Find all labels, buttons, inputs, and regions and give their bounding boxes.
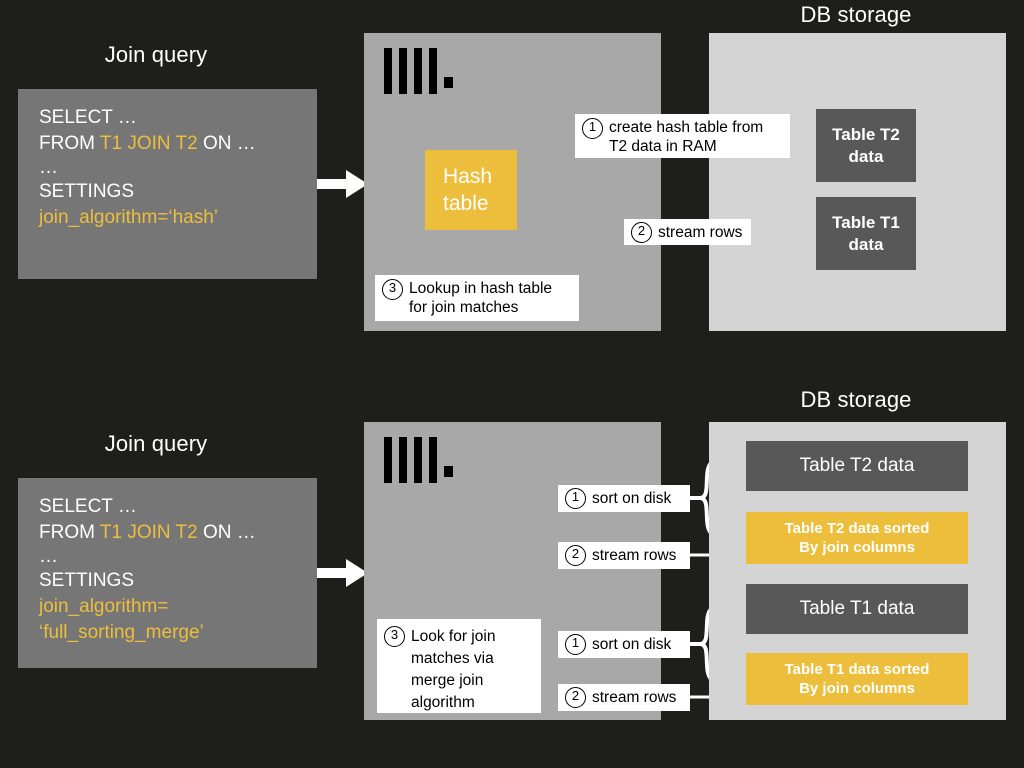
db-storage-panel-top	[709, 33, 1006, 331]
hash-query-line-4: SETTINGS	[39, 181, 135, 202]
arrow-query-to-server-top	[315, 170, 368, 198]
hash-query-line-5: join_algorithm=‘hash’	[39, 207, 219, 228]
hash-query-line2-prefix: FROM	[39, 133, 100, 154]
merge-callout-line4: algorithm	[411, 694, 475, 711]
table-t2-line1: Table T2	[832, 125, 900, 145]
hash-section-heading: Join query	[104, 42, 208, 67]
table-t1-line2: data	[848, 234, 884, 254]
merge-query-line-5a: join_algorithm=	[39, 596, 169, 617]
table-t2-data-bottom: Table T2 data	[746, 441, 968, 491]
callout-merge-join-text: Look for join matches via merge join algori…	[411, 626, 495, 714]
callout-stream-rows-t1: 2 stream rows	[558, 684, 690, 711]
hash-query-line-1: SELECT …	[39, 107, 137, 128]
step-badge-2: 2	[565, 545, 586, 566]
callout-stream-rows-top-text: stream rows	[658, 223, 743, 241]
logo-bar-1	[384, 48, 392, 94]
db-storage-heading-top: DB storage	[800, 2, 912, 27]
logo-dot	[444, 77, 453, 88]
merge-query-box: SELECT … FROM T1 JOIN T2 ON … … SETTINGS…	[18, 478, 317, 668]
logo-bar-2	[399, 48, 407, 94]
hash-query-line-2: FROM T1 JOIN T2 ON …	[39, 131, 296, 157]
table-t2-line2: data	[848, 146, 884, 166]
callout-stream-rows-t2: 2 stream rows	[558, 542, 690, 569]
logo-bar-1	[384, 437, 392, 483]
table-t1-bottom-label: Table T1 data	[799, 598, 915, 620]
callout-create-hash-table-text: create hash table from T2 data in RAM	[609, 118, 763, 156]
clickhouse-logo-top	[384, 48, 459, 96]
callout-stream-rows-top: 2 stream rows	[624, 219, 751, 245]
step-badge-1: 1	[565, 488, 586, 509]
merge-query-line-1: SELECT …	[39, 496, 137, 517]
arrow-query-to-server-bottom	[315, 559, 368, 587]
hash-table-label-line1: Hash	[443, 165, 493, 188]
merge-query-line-3: …	[39, 546, 58, 567]
step-badge-1: 1	[582, 118, 603, 139]
step-badge-1: 1	[565, 634, 586, 655]
hash-query-line-3: …	[39, 157, 58, 178]
table-t1-sorted-line1: Table T1 data sorted	[784, 660, 930, 678]
callout-line1: create hash table from	[609, 119, 764, 136]
lookup-line2: for join matches	[409, 299, 519, 316]
callout-stream-rows-t1-text: stream rows	[592, 689, 677, 706]
lookup-line1: Lookup in hash table	[409, 280, 553, 297]
db-storage-heading-bottom: DB storage	[800, 387, 912, 412]
step-badge-2: 2	[565, 687, 586, 708]
table-t1-data-top: Table T1 data	[816, 197, 916, 270]
callout-line2: T2 data in RAM	[609, 138, 717, 155]
callout-sort-on-disk-t1-text: sort on disk	[592, 636, 672, 653]
merge-query-line2-highlight: T1 JOIN T2	[99, 522, 198, 543]
logo-bar-3	[414, 48, 422, 94]
merge-callout-line3: merge join	[411, 672, 484, 689]
hash-table-label-line2: table	[443, 192, 489, 215]
table-t2-sorted-line1: Table T2 data sorted	[784, 519, 930, 537]
step-badge-3: 3	[382, 279, 403, 300]
merge-query-line-2: FROM T1 JOIN T2 ON …	[39, 520, 296, 546]
callout-lookup-hash-table-text: Lookup in hash table for join matches	[409, 279, 552, 317]
logo-bar-3	[414, 437, 422, 483]
table-t2-sorted-line2: By join columns	[799, 539, 915, 556]
step-badge-3: 3	[384, 626, 405, 647]
table-t2-bottom-label: Table T2 data	[799, 455, 915, 477]
table-t1-sorted-line2: By join columns	[799, 680, 915, 697]
callout-stream-rows-t2-text: stream rows	[592, 547, 677, 564]
table-t1-line1: Table T1	[832, 213, 900, 233]
hash-table-box: Hash table	[425, 150, 517, 230]
table-t1-data-bottom: Table T1 data	[746, 584, 968, 634]
callout-sort-on-disk-t2: 1 sort on disk	[558, 485, 690, 512]
merge-query-line2-prefix: FROM	[39, 522, 100, 543]
step-badge-2: 2	[631, 221, 652, 243]
logo-bar-4	[429, 48, 437, 94]
logo-bar-2	[399, 437, 407, 483]
table-t1-sorted: Table T1 data sorted By join columns	[746, 653, 968, 705]
table-t2-sorted: Table T2 data sorted By join columns	[746, 512, 968, 564]
hash-query-line2-highlight: T1 JOIN T2	[99, 133, 198, 154]
merge-query-line-5b: ‘full_sorting_merge’	[39, 622, 204, 643]
callout-sort-on-disk-t1: 1 sort on disk	[558, 631, 690, 658]
logo-bar-4	[429, 437, 437, 483]
hash-query-line2-suffix: ON …	[197, 133, 256, 154]
callout-create-hash-table: 1 create hash table from T2 data in RAM	[575, 114, 790, 158]
merge-query-line-4: SETTINGS	[39, 570, 135, 591]
merge-section-heading: Join query	[104, 431, 208, 456]
callout-lookup-hash-table: 3 Lookup in hash table for join matches	[375, 275, 579, 321]
merge-query-line2-suffix: ON …	[197, 522, 256, 543]
hash-query-box: SELECT … FROM T1 JOIN T2 ON … … SETTINGS…	[18, 89, 317, 279]
logo-dot	[444, 466, 453, 477]
merge-callout-line2: matches via	[411, 650, 494, 667]
table-t2-data-top: Table T2 data	[816, 109, 916, 182]
callout-merge-join: 3 Look for join matches via merge join algo…	[377, 619, 541, 713]
merge-callout-line1: Look for join	[411, 628, 496, 645]
clickhouse-logo-bottom	[384, 437, 459, 485]
callout-sort-on-disk-t2-text: sort on disk	[592, 490, 672, 507]
